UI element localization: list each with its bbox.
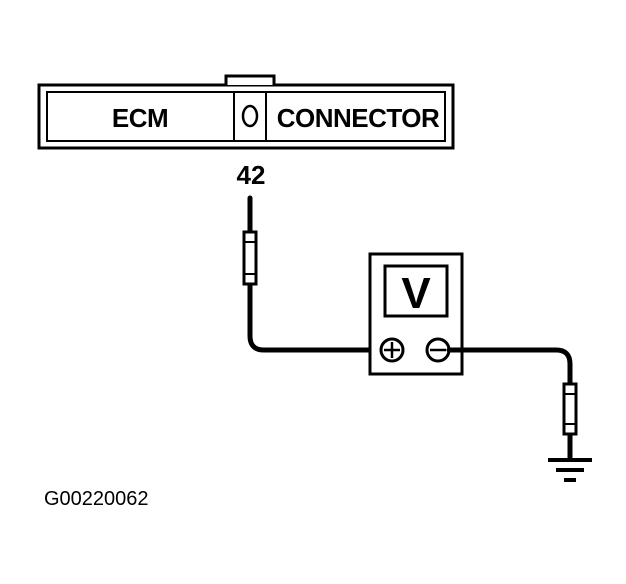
- connector-label-right: CONNECTOR: [277, 103, 440, 133]
- pin-number-label: 42: [237, 160, 266, 190]
- connector-label-left: ECM: [112, 103, 168, 133]
- positive-probe-handle: [242, 230, 258, 286]
- voltmeter-unit-label: V: [401, 269, 431, 318]
- negative-terminal-icon: [425, 337, 451, 363]
- positive-test-lead-wire: [247, 195, 375, 353]
- figure-code: G00220062: [44, 488, 149, 510]
- ecm-connector: ECM CONNECTOR: [37, 74, 455, 150]
- voltmeter-display: [383, 264, 449, 318]
- connector-lock-tab: [224, 74, 276, 85]
- ground-icon: [548, 458, 592, 482]
- connector-key-hole: [241, 104, 259, 128]
- voltmeter: V: [368, 252, 464, 376]
- positive-terminal-icon: [379, 337, 405, 363]
- negative-test-lead-wire: [446, 347, 573, 461]
- negative-probe-handle: [562, 382, 578, 436]
